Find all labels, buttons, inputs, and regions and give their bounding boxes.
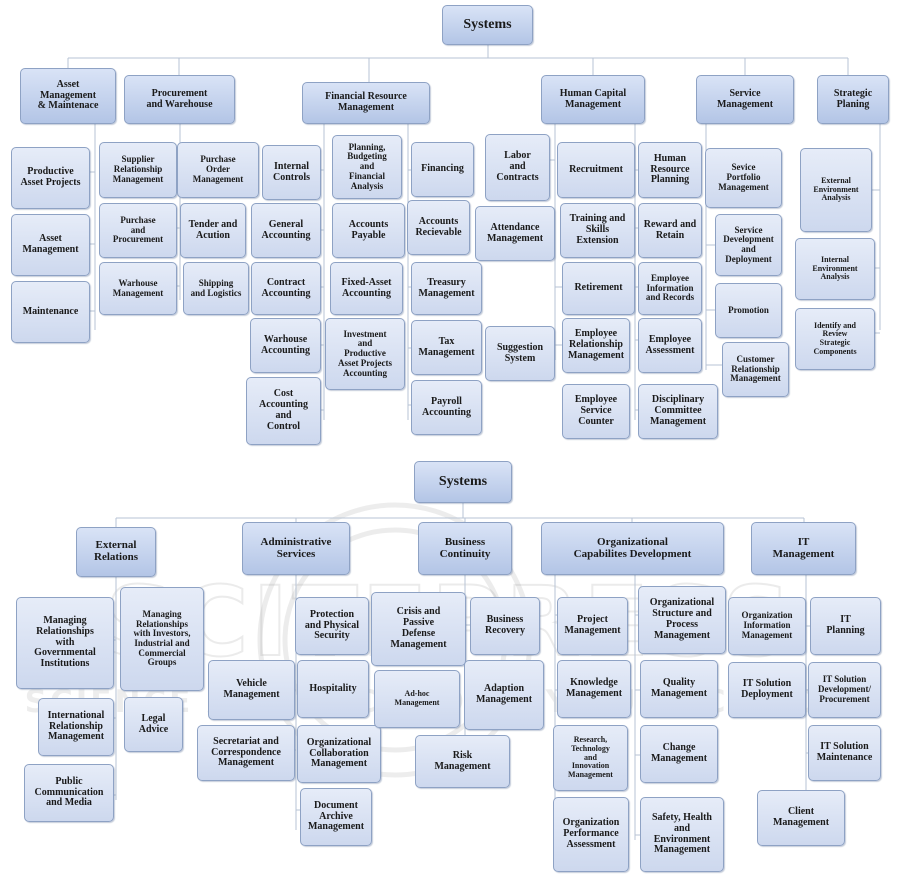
bottom-node-it-planning: IT Planning xyxy=(810,597,881,655)
bottom-node-it-solution-deployment: IT Solution Deployment xyxy=(728,662,806,718)
bottom-node-research-innovation: Research, Technology and Innovation Mana… xyxy=(553,725,628,791)
top-node-cost-accounting: Cost Accounting and Control xyxy=(246,377,321,445)
top-node-productive-asset-projects: Productive Asset Projects xyxy=(11,147,90,209)
bottom-node-change-management: Change Management xyxy=(640,725,718,783)
top-node-promotion: Promotion xyxy=(715,283,782,338)
top-node-external-environment: External Environment Analysis xyxy=(800,148,872,232)
top-node-suggestion-system: Suggestion System xyxy=(485,326,555,381)
top-node-fixed-asset-accounting: Fixed-Asset Accounting xyxy=(330,262,403,315)
bottom-node-crisis-defense: Crisis and Passive Defense Management xyxy=(371,592,466,666)
bottom-category-external-relations: External Relations xyxy=(76,527,156,577)
top-node-attendance: Attendance Management xyxy=(475,206,555,261)
bottom-node-public-communication: Public Communication and Media xyxy=(24,764,114,822)
bottom-category-business-continuity: Business Continuity xyxy=(418,522,512,575)
top-node-payroll-accounting: Payroll Accounting xyxy=(411,380,482,435)
bottom-node-ad-hoc: Ad-hoc Management xyxy=(374,670,460,728)
bottom-node-investors-relationships: Managing Relationships with Investors, I… xyxy=(120,587,204,691)
top-node-warhouse-accounting: Warhouse Accounting xyxy=(250,318,321,373)
top-category-human-capital: Human Capital Management xyxy=(541,75,645,124)
bottom-category-it-management: IT Management xyxy=(751,522,856,575)
top-node-employee-service-counter: Employee Service Counter xyxy=(562,384,630,439)
top-node-accounts-payable: Accounts Payable xyxy=(332,203,405,258)
bottom-node-client-management: Client Management xyxy=(757,790,845,846)
bottom-node-secretariat: Secretariat and Correspondence Managemen… xyxy=(197,725,295,781)
top-node-contract-accounting: Contract Accounting xyxy=(251,262,321,315)
bottom-node-it-solution-maintenance: IT Solution Maintenance xyxy=(808,725,881,781)
bottom-node-protection-security: Protection and Physical Security xyxy=(295,597,369,655)
bottom-node-vehicle-management: Vehicle Management xyxy=(208,660,295,720)
top-node-service-portfolio: Sevice Portfolio Management xyxy=(705,148,782,208)
top-category-service: Service Management xyxy=(696,75,794,124)
top-node-training: Training and Skills Extension xyxy=(560,203,635,258)
bottom-node-risk-management: Risk Management xyxy=(415,735,510,788)
top-node-recruitment: Recruitment xyxy=(557,142,635,198)
top-category-strategic: Strategic Planing xyxy=(817,75,889,124)
top-node-disciplinary: Disciplinary Committee Management xyxy=(638,384,718,439)
top-node-internal-environment: Internal Environment Analysis xyxy=(795,238,875,300)
top-node-employee-assessment: Employee Assessment xyxy=(638,318,702,373)
bottom-node-governmental-institutions: Managing Relationships with Governmental… xyxy=(16,597,114,689)
bottom-node-quality-management: Quality Management xyxy=(640,660,718,718)
top-node-general-accounting: General Accounting xyxy=(251,203,321,258)
top-node-retirement: Retirement xyxy=(562,262,635,315)
top-node-warhouse-management: Warhouse Management xyxy=(99,262,177,315)
top-root-systems: Systems xyxy=(442,5,533,45)
top-node-strategic-components: Identify and Review Strategic Components xyxy=(795,308,875,370)
top-category-financial: Financial Resource Management xyxy=(302,82,430,124)
top-node-accounts-recievable: Accounts Recievable xyxy=(407,200,470,255)
top-node-financing: Financing xyxy=(411,142,474,197)
bottom-node-document-archive: Document Archive Management xyxy=(300,788,372,846)
bottom-category-organizational-capabilities: Organizational Capabilites Development xyxy=(541,522,724,575)
top-node-purchase-procurement: Purchase and Procurement xyxy=(99,203,177,258)
top-node-maintenance: Maintenance xyxy=(11,281,90,343)
top-node-employee-information: Employee Information and Records xyxy=(638,262,702,315)
bottom-root-systems: Systems xyxy=(414,461,512,503)
top-node-purchase-order: Purchase Order Management xyxy=(177,142,259,198)
top-category-procurement: Procurement and Warehouse xyxy=(124,75,235,124)
bottom-node-international-relationship: International Relationship Management xyxy=(38,698,114,756)
top-node-planning-budgeting: Planning, Budgeting and Financial Analys… xyxy=(332,135,402,199)
bottom-category-administrative: Administrative Services xyxy=(242,522,350,575)
top-node-asset-management: Asset Management xyxy=(11,214,90,276)
bottom-node-organization-performance: Organization Performance Assessment xyxy=(553,797,629,872)
top-node-service-development: Service Development and Deployment xyxy=(715,214,782,276)
bottom-node-legal-advice: Legal Advice xyxy=(124,697,183,752)
bottom-node-safety-health: Safety, Health and Environment Managemen… xyxy=(640,797,724,872)
top-node-investment-accounting: Investment and Productive Asset Projects… xyxy=(325,318,405,390)
top-node-supplier-relationship: Supplier Relationship Management xyxy=(99,142,177,198)
top-node-treasury: Treasury Management xyxy=(411,262,482,315)
bottom-node-business-recovery: Business Recovery xyxy=(470,597,540,655)
top-node-tender: Tender and Acution xyxy=(180,203,246,258)
bottom-node-it-solution-development: IT Solution Development/ Procurement xyxy=(808,662,881,718)
bottom-node-knowledge-management: Knowledge Management xyxy=(557,660,631,718)
bottom-node-org-information: Organization Information Management xyxy=(728,597,806,655)
top-node-internal-controls: Internal Controls xyxy=(262,145,321,200)
top-node-labor-contracts: Labor and Contracts xyxy=(485,134,550,201)
top-category-asset-management: Asset Management & Maintenace xyxy=(20,68,116,124)
top-node-customer-relationship: Customer Relationship Management xyxy=(722,342,789,397)
top-node-reward-retain: Reward and Retain xyxy=(638,203,702,258)
bottom-node-project-management: Project Management xyxy=(557,597,628,655)
bottom-node-hospitality: Hospitality xyxy=(297,660,369,718)
bottom-node-adaption: Adaption Management xyxy=(464,660,544,730)
top-node-shipping: Shipping and Logistics xyxy=(183,262,249,315)
top-node-employee-relationship: Employee Relationship Management xyxy=(562,318,630,373)
top-node-tax-management: Tax Management xyxy=(411,320,482,375)
top-node-hr-planning: Human Resource Planning xyxy=(638,142,702,198)
bottom-node-org-structure: Organizational Structure and Process Man… xyxy=(638,586,726,654)
bottom-node-organizational-collaboration: Organizational Collaboration Management xyxy=(297,725,381,783)
